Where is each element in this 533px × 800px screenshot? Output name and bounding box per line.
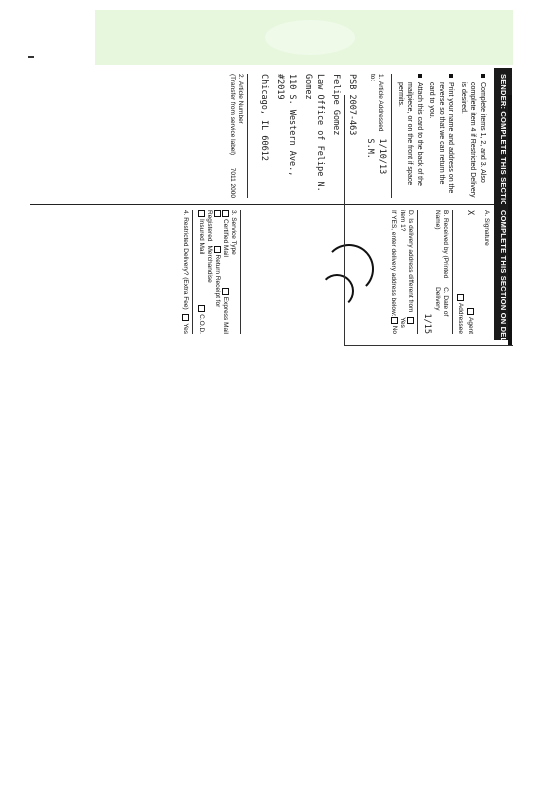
return-receipt-label: Return Receipt for Merchandise (205, 245, 221, 308)
registered-label: Registered (205, 210, 213, 242)
address-no-label: No (390, 325, 398, 334)
certified-checkbox[interactable] (222, 210, 229, 217)
scan-mark (28, 56, 34, 58)
address-different-label: D. Is delivery address different from it… (398, 210, 414, 313)
express-label: Express Mail (221, 296, 229, 334)
enter-address-label: If YES, enter delivery address below: (390, 210, 398, 317)
insured-checkbox[interactable] (197, 210, 205, 217)
addressee-checkbox[interactable] (457, 293, 464, 301)
registered-checkbox[interactable] (213, 210, 221, 217)
date-of-delivery-label: C. Date of Delivery (433, 287, 449, 317)
article-number-label: 2. Article Number (237, 74, 245, 124)
instruction-3: Attach this card to the back of the mail… (396, 74, 425, 198)
divider (451, 210, 453, 334)
handwritten-date: 1/10/13 S.M. (365, 138, 388, 175)
restricted-yes-checkbox[interactable] (182, 314, 190, 322)
divider (240, 210, 241, 334)
transfer-label: (Transfer from service label) (229, 74, 237, 156)
instruction-2: Print your name and address on the rever… (427, 74, 456, 198)
signature-label: A. Signature (483, 210, 490, 246)
agent-checkbox[interactable] (467, 308, 475, 315)
address-yes-checkbox[interactable] (406, 317, 414, 325)
address-line-3: Law Office of Felipe N. Gomez (303, 74, 326, 192)
express-checkbox[interactable] (222, 287, 229, 295)
divider (247, 74, 249, 198)
address-yes-label: Yes (398, 317, 406, 328)
address-line-1: PSB 2007-463 (347, 74, 358, 136)
restricted-delivery-label: 4. Restricted Delivery? (Extra Fee) (182, 210, 190, 310)
signature-scrawl (320, 274, 354, 308)
addressee-label: Addressee (456, 302, 464, 334)
return-receipt-card: SENDER: COMPLETE THIS SECTION Complete i… (30, 68, 512, 340)
address-line-4: 110 S. Western Ave., #2019 (275, 74, 298, 177)
form-code: 7011 2000 (229, 167, 237, 198)
address-line-2: Felipe Gomez (331, 74, 342, 136)
divider (391, 74, 393, 198)
delivery-section: COMPLETE THIS SECTION ON DELIVERY A. Sig… (30, 204, 512, 340)
address-no-checkbox[interactable] (390, 316, 398, 324)
sender-section: SENDER: COMPLETE THIS SECTION Complete i… (30, 68, 512, 205)
divider (192, 210, 194, 334)
scanner-green-band (95, 10, 513, 65)
service-type-label: 3. Service Type (230, 210, 237, 255)
certified-label: Certified Mail (221, 219, 229, 257)
signature-x: X (465, 210, 475, 216)
address-line-5: Chicago, IL 60612 (259, 74, 270, 161)
received-by-label: B. Received by (Printed Name) (433, 210, 449, 279)
cod-checkbox[interactable] (197, 305, 205, 313)
delivery-date-handwritten: 1/15 (421, 313, 432, 334)
article-addressed-label: 1. Article Addressed to: (369, 74, 385, 132)
restricted-yes-label: Yes (182, 323, 190, 334)
return-receipt-checkbox[interactable] (213, 245, 221, 253)
agent-label: Agent (466, 317, 474, 334)
divider (416, 210, 418, 334)
instruction-1: Complete items 1, 2, and 3. Also complet… (459, 74, 488, 198)
card-edge-bar (508, 95, 512, 345)
insured-label: Insured Mail (197, 219, 205, 255)
cod-label: C.O.D. (197, 314, 205, 334)
